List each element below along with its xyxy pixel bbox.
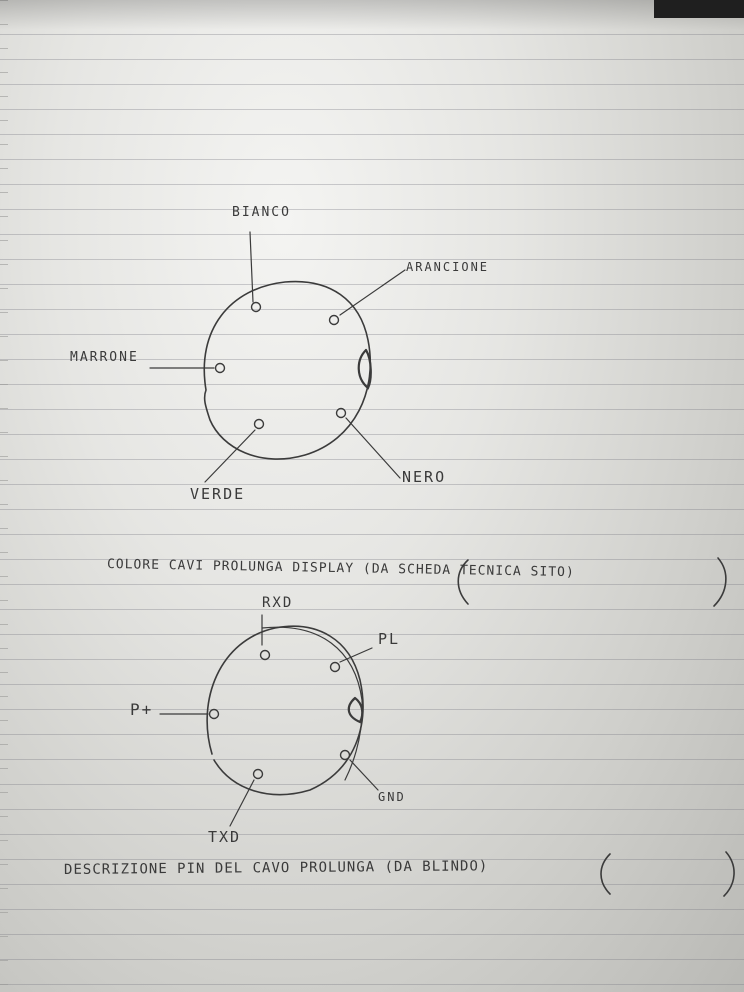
- connector-2: [159, 614, 379, 827]
- label-arancione: ARANCIONE: [406, 260, 490, 274]
- page-shadow: [0, 0, 744, 30]
- label-nero: NERO: [402, 468, 447, 486]
- label-txd: TXD: [208, 828, 242, 846]
- label-gnd: GND: [378, 790, 406, 804]
- connector-2-key: [347, 696, 364, 724]
- connector-1-key: [357, 348, 372, 390]
- connector-2-pin-bottom-left: [252, 768, 264, 780]
- connector-2-pin-top-right: [329, 661, 341, 673]
- connector-2-pin-top: [259, 649, 271, 661]
- label-rxd: RXD: [262, 595, 294, 611]
- connector-2-pin-bottom-right: [339, 749, 351, 761]
- label-verde: VERDE: [190, 485, 246, 503]
- label-pl: PL: [378, 630, 401, 648]
- connector-1-leader-bottom-left: [204, 429, 256, 483]
- connector-2-leader-bottom-left: [229, 779, 255, 827]
- connector-2-leader-top-right: [339, 647, 373, 663]
- connector-1-leader-bottom-right: [345, 417, 401, 479]
- page-margin-marks: [0, 0, 8, 992]
- connector-1-leader-top: [249, 231, 254, 303]
- caption-2-close-paren: [723, 851, 735, 897]
- connector-2-outline-inner: [261, 626, 363, 781]
- connector-2-leader-bottom-right: [349, 759, 379, 791]
- caption-1-close-paren: [713, 557, 727, 607]
- connector-1-outline: [203, 280, 372, 460]
- label-p-plus: P+: [130, 700, 154, 719]
- label-bianco: BIANCO: [232, 205, 291, 220]
- label-marrone: MARRONE: [70, 350, 139, 365]
- caption-1-open-paren: [457, 559, 469, 605]
- connector-1-pin-left: [214, 362, 226, 374]
- connector-1-leader-top-right: [339, 269, 406, 316]
- caption-2-open-paren: [600, 853, 611, 895]
- connector-2-pin-left: [208, 708, 220, 720]
- connector-1-pin-top-right: [328, 314, 340, 326]
- connector-1-pin-top: [250, 301, 262, 313]
- background-corner: [654, 0, 744, 18]
- connector-1-pin-bottom-left: [253, 418, 265, 430]
- connector-2-outline: [206, 625, 364, 796]
- connector-1: [149, 231, 406, 483]
- connector-1-pin-bottom-right: [335, 407, 347, 419]
